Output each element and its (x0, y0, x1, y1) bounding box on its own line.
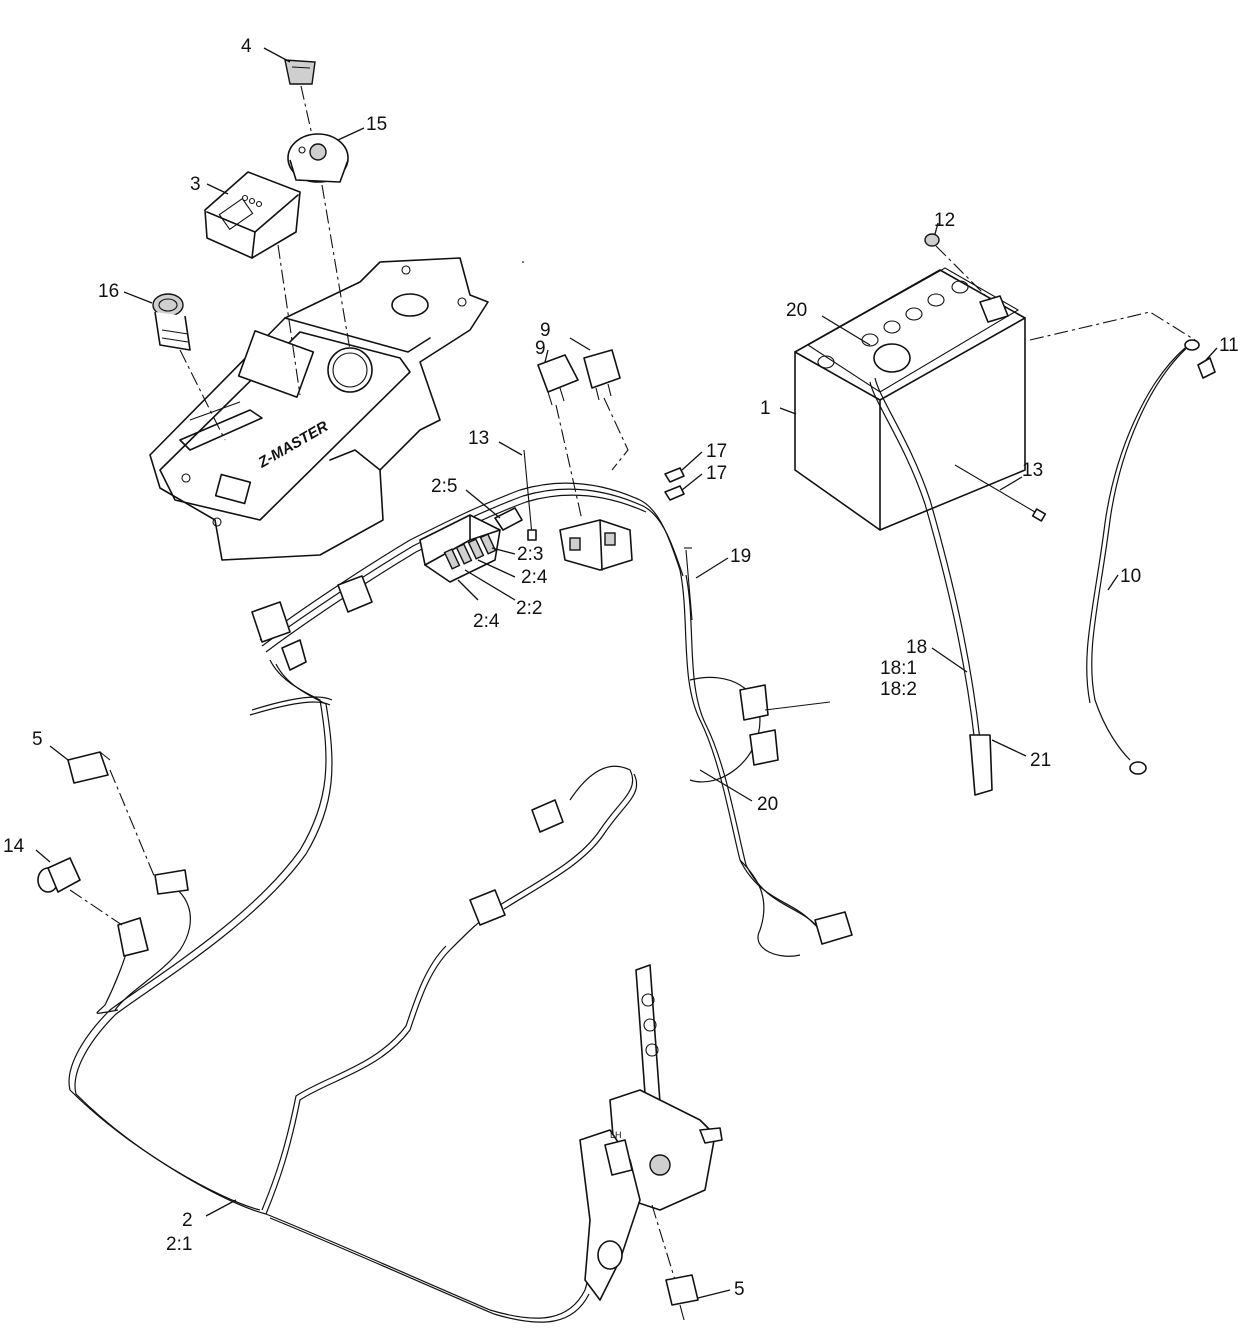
lh-lever-assembly: LH (579, 964, 723, 1301)
callout-3: 3 (190, 174, 201, 195)
callout-13-right: 13 (1022, 460, 1043, 481)
callout-21: 21 (1030, 750, 1051, 771)
callout-12: 12 (934, 210, 955, 231)
callout-labels: 4 15 3 16 12 20 11 1 13 9 9 13 2:5 17 17… (3, 36, 1239, 1300)
callout-18: 18 (906, 637, 927, 658)
callout-10: 10 (1120, 566, 1141, 587)
callout-2-5: 2:5 (431, 476, 457, 497)
lh-mark: LH (610, 1130, 622, 1140)
part-1-battery (794, 267, 1026, 531)
part-12-nut (924, 233, 940, 247)
part-9-relay-left (537, 354, 579, 406)
callout-9-left: 9 (535, 338, 546, 359)
part-5-switch-bottom (665, 1274, 699, 1321)
callout-14: 14 (3, 836, 25, 857)
callout-19: 19 (730, 546, 751, 567)
part-15-ignition-switch (287, 133, 349, 183)
callout-2-1: 2:1 (166, 1234, 192, 1255)
part-14-sensor (37, 857, 81, 893)
callout-2-4-right: 2:4 (521, 567, 548, 588)
callout-2: 2 (182, 1210, 193, 1231)
callout-1: 1 (760, 398, 771, 419)
part-5-switch-top (67, 751, 111, 784)
part-16-switch (152, 293, 191, 351)
callout-17-top: 17 (706, 441, 727, 462)
leader-lines (35, 47, 1218, 1299)
callout-9-right: 9 (540, 320, 551, 341)
callout-17-bottom: 17 (706, 463, 727, 484)
callout-5-bottom: 5 (734, 1279, 745, 1300)
callout-2-2: 2:2 (516, 598, 542, 619)
part-3-module (204, 171, 301, 259)
callout-18-1: 18:1 (880, 658, 917, 679)
callout-11: 11 (1219, 335, 1239, 356)
control-panel: Z-MASTER (149, 257, 489, 561)
part-4-key (284, 59, 316, 85)
callout-16: 16 (98, 281, 119, 302)
callout-2-3: 2:3 (517, 544, 543, 565)
part-11-bolt (1197, 357, 1216, 379)
callout-20-bottom: 20 (757, 794, 778, 815)
callout-18-2: 18:2 (880, 679, 917, 700)
callout-15: 15 (366, 114, 387, 135)
callout-13-left: 13 (468, 428, 489, 449)
callout-4: 4 (241, 36, 252, 57)
callout-5-top: 5 (32, 729, 43, 750)
part-9-relay-right (583, 349, 621, 401)
wire-harness (68, 261, 853, 1323)
callout-2-4-left: 2:4 (473, 611, 500, 632)
callout-20-top: 20 (786, 300, 807, 321)
